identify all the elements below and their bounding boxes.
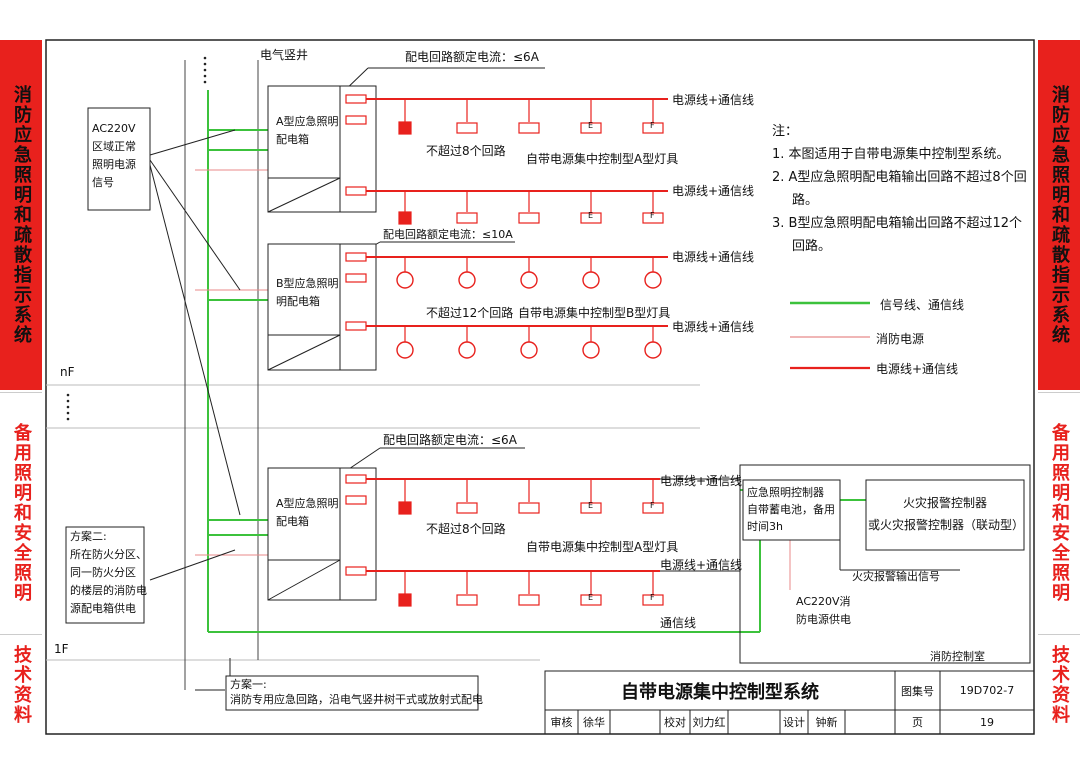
atlas-number: 19D702-7 <box>959 684 1015 697</box>
designer: 钟新 <box>815 716 838 729</box>
fire-signal-label: 火灾报警输出信号 <box>852 570 940 583</box>
rating-6a-top: 配电回路额定电流：≤6A <box>405 50 539 64</box>
atlas-label: 图集号 <box>901 684 934 698</box>
check-label: 校对 <box>664 716 686 729</box>
line-label-4: 电源线+通信线 <box>672 320 755 334</box>
line-label-5: 电源线+通信线 <box>660 474 743 488</box>
checker: 刘力红 <box>692 716 726 729</box>
drawing-frame <box>45 39 1035 735</box>
line-label-3: 电源线+通信线 <box>672 250 755 264</box>
b-box-label: B型应急照明明配电箱 <box>276 277 339 308</box>
lamp-mark-f: F <box>650 211 655 220</box>
fire-alarm-box <box>865 479 1025 551</box>
lamp-a-label-top: 自带电源集中控制型A型灯具 <box>526 152 679 166</box>
lamp-mark-e: E <box>588 121 594 130</box>
controller-box <box>742 479 841 541</box>
rating-6a-bottom: 配电回路额定电流：≤6A <box>383 433 517 447</box>
distribution-boxes <box>65 85 479 711</box>
scheme2-box: 方案二:所在防火分区、同一防火分区的楼层的消防电源配电箱供电 <box>70 530 147 615</box>
controller-text: 应急照明控制器自带蓄电池，备用时间3h <box>747 486 835 533</box>
line-label-1: 电源线+通信线 <box>672 93 755 107</box>
power-lines <box>366 98 668 572</box>
lamp-mark-e: E <box>588 501 594 510</box>
left-strip-system: 消防应急照明和疏散指示系统 <box>0 40 42 390</box>
lamp-mark-f: F <box>650 593 655 602</box>
right-strip-tech: 技术资料 <box>1038 634 1080 735</box>
shaft-label: 电气竖井 <box>260 48 309 62</box>
drawing-title: 自带电源集中控制型系统 <box>621 681 819 703</box>
title-block <box>544 670 1035 735</box>
fire-power-lines <box>195 169 791 590</box>
b-type-lamps <box>396 271 662 359</box>
lamp-a-label-bottom: 自带电源集中控制型A型灯具 <box>526 540 679 554</box>
legend-signal: 信号线、通信线 <box>880 298 965 312</box>
line-label-6: 电源线+通信线 <box>660 558 743 572</box>
max8-label-bottom: 不超过8个回路 <box>426 522 506 536</box>
max8-label-top: 不超过8个回路 <box>426 144 506 158</box>
control-room-label: 消防控制室 <box>930 650 985 663</box>
lamp-b-label: 自带电源集中控制型B型灯具 <box>518 306 671 320</box>
control-room-frame <box>739 464 1031 664</box>
rating-10a: 配电回路额定电流：≤10A <box>383 228 513 241</box>
fire-alarm-text: 火灾报警控制器或火灾报警控制器（联动型） <box>868 496 1025 532</box>
floor-label-1f: 1F <box>54 642 69 656</box>
legend-power: 电源线+通信线 <box>876 362 959 376</box>
legend-fire: 消防电源 <box>876 332 925 346</box>
comm-line-label: 通信线 <box>660 616 697 630</box>
notes: 注： 1. 本图适用于自带电源集中控制型系统。 2. A型应急照明配电箱输出回路… <box>772 124 1027 254</box>
max12-label: 不超过12个回路 <box>426 306 514 320</box>
page-label: 页 <box>912 716 923 729</box>
lamp-drops <box>404 99 654 594</box>
lamp-mark-f: F <box>650 501 655 510</box>
scheme1-box: 方案一:消防专用应急回路，沿电气竖井树干式或放射式配电 <box>230 678 483 706</box>
reviewer: 徐华 <box>583 716 605 729</box>
right-strip-system: 消防应急照明和疏散指示系统 <box>1038 40 1080 390</box>
left-strip-tech: 技术资料 <box>0 634 42 735</box>
page-number: 19 <box>980 715 994 729</box>
right-strip-backup: 备用照明和安全照明 <box>1038 392 1080 633</box>
review-label: 审核 <box>550 716 573 729</box>
a-box-top-label: A型应急照明配电箱 <box>276 115 339 146</box>
lamp-mark-e: E <box>588 211 594 220</box>
signal-lines <box>207 90 866 633</box>
ac-fire-label: AC220V消防电源供电 <box>796 595 851 626</box>
lamp-mark-f: F <box>650 121 655 130</box>
line-label-2: 电源线+通信线 <box>672 184 755 198</box>
a-type-lamps <box>398 121 664 607</box>
lamp-mark-e: E <box>588 593 594 602</box>
a-box-bottom-label: A型应急照明配电箱 <box>276 497 339 528</box>
design-label: 设计 <box>783 716 805 729</box>
floor-label-nf: nF <box>60 365 75 379</box>
left-strip-backup: 备用照明和安全照明 <box>0 392 42 633</box>
